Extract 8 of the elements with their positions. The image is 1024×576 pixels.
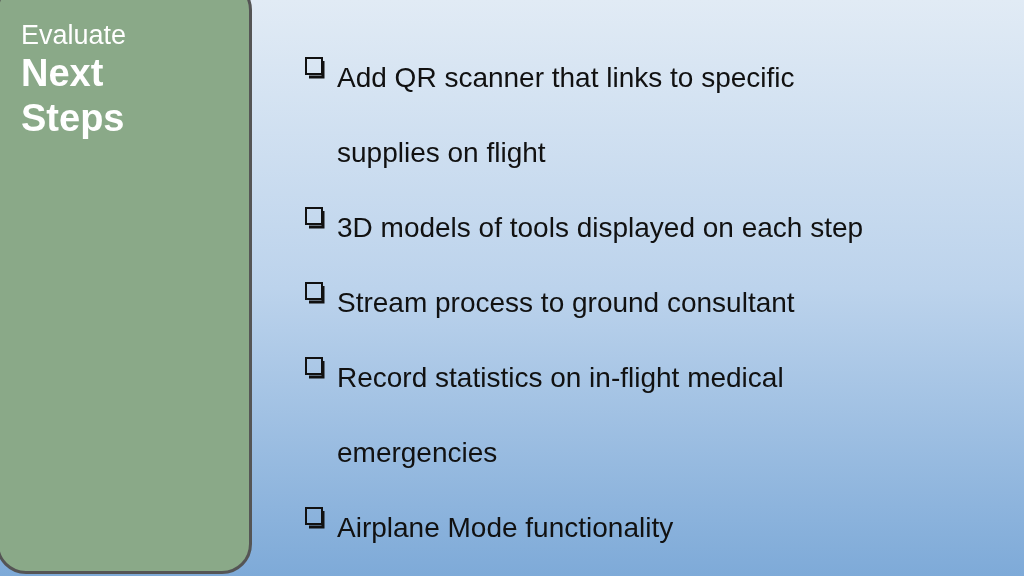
bullet-text: 3D models of tools displayed on each step: [337, 211, 865, 245]
bullet-text: Stream process to ground consultant: [337, 286, 796, 320]
section-panel: [0, 0, 252, 574]
section-kicker: Evaluate: [21, 21, 127, 51]
section-heading: Next Steps: [21, 50, 126, 142]
bullet-text: Airplane Mode functionality: [337, 511, 675, 545]
bullet-text: Add QR scanner that links to specific supplies on flight: [337, 61, 796, 170]
bullet-text: Record statistics on in-flight medical emergencies: [337, 361, 785, 470]
